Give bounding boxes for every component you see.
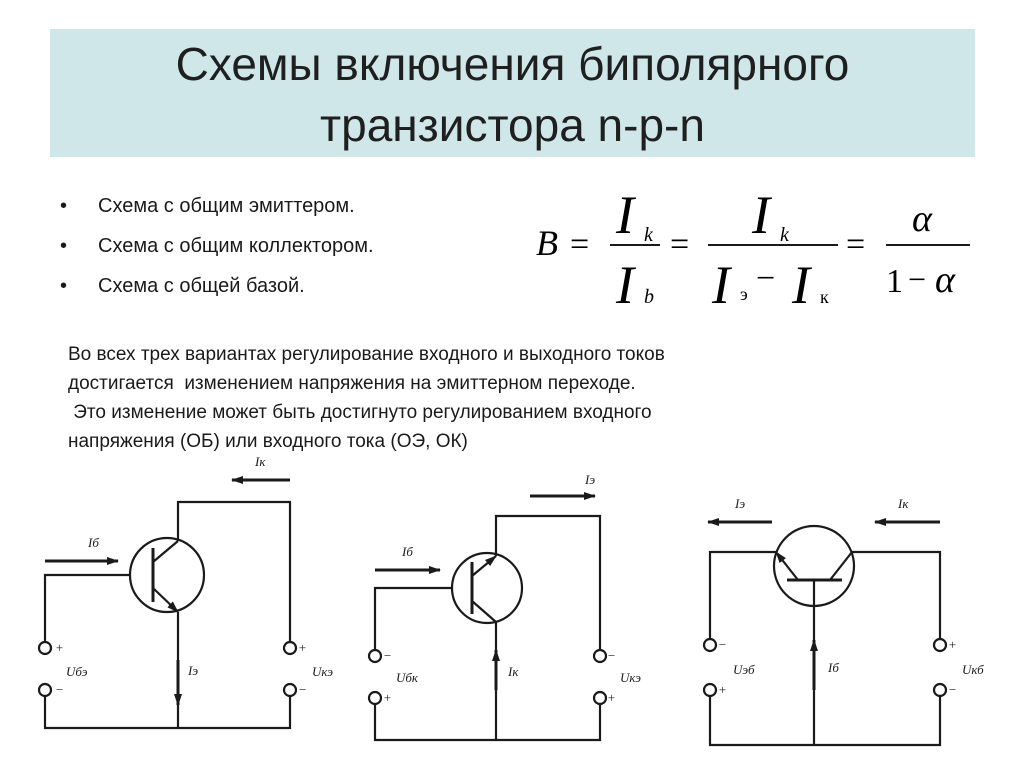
title-line-2: транзистора n-p-n	[320, 99, 705, 151]
formula-den-I: I	[615, 255, 637, 315]
formula-num2-sub: k	[780, 224, 790, 246]
formula-alpha-den: α	[935, 259, 956, 301]
terminal-sign: +	[383, 690, 392, 705]
formula-minus: −	[908, 261, 926, 297]
title-line-1: Схемы включения биполярного	[175, 38, 850, 90]
title-band	[50, 29, 975, 157]
wire	[708, 550, 776, 645]
formula-eq-3: =	[846, 226, 865, 263]
label-uin-3: Uэб	[733, 662, 755, 677]
terminal-sign: +	[948, 637, 957, 652]
wire	[43, 573, 130, 648]
wire	[708, 690, 942, 747]
formula-den2-I1: I	[711, 255, 733, 315]
label-ie-1: Iэ	[187, 663, 198, 678]
formula-den2-sub-e: э	[740, 284, 748, 304]
formula-num2-I: I	[751, 185, 773, 245]
label-ik-2: Iк	[507, 664, 519, 679]
emitter-leg-3	[775, 551, 799, 581]
terminal	[37, 682, 53, 698]
formula-den2-I2: I	[791, 255, 813, 315]
collector-leg-1	[152, 540, 179, 563]
beta-formula: B = I k I b = I k I э − I к = α 1 − α	[536, 185, 970, 315]
wire	[494, 514, 602, 656]
collector-leg-3	[829, 551, 853, 581]
circuit-common-collector	[367, 492, 608, 742]
label-uout-2: Uкэ	[620, 670, 641, 685]
label-uin-1: Uбэ	[66, 664, 88, 679]
terminal	[702, 637, 718, 653]
circuit-common-emitter	[37, 476, 298, 730]
wire	[852, 550, 942, 645]
formula-den2-minus: −	[756, 260, 775, 297]
terminal-sign: +	[298, 640, 307, 655]
terminal	[702, 682, 718, 698]
label-uin-2: Uбк	[396, 670, 419, 685]
wire	[176, 500, 292, 648]
formula-eq-1: =	[570, 226, 589, 263]
terminal-sign: +	[55, 640, 64, 655]
terminal	[592, 690, 608, 706]
terminal	[592, 648, 608, 664]
label-ib-3: Iб	[827, 660, 839, 675]
label-ie-3: Iэ	[734, 496, 745, 511]
terminal	[932, 637, 948, 653]
formula-alpha: α	[912, 198, 933, 240]
terminal-sign: −	[948, 682, 957, 697]
wire	[373, 698, 602, 742]
bullet-list: Схема с общим эмиттером. Схема с общим к…	[60, 186, 374, 306]
emitter-leg-1	[152, 587, 179, 613]
terminal	[37, 640, 53, 656]
terminal-sign: −	[718, 637, 727, 652]
paragraph-line: Во всех трех вариантах регулирование вхо…	[68, 344, 665, 365]
bullet-item: Схема с общим эмиттером.	[60, 186, 374, 226]
paragraph-line: достигается изменением напряжения на эми…	[68, 373, 636, 394]
label-uout-3: Uкб	[962, 662, 984, 677]
paragraph-line: Это изменение может быть достигнуто регу…	[68, 402, 652, 423]
formula-sub-k: k	[644, 224, 654, 246]
collector-leg-2	[471, 600, 497, 623]
paragraph-line: напряжения (ОБ) или входного тока (ОЭ, О…	[68, 431, 468, 452]
label-ib-1: Iб	[87, 535, 99, 550]
terminal	[367, 648, 383, 664]
formula-num-I: I	[615, 185, 637, 245]
label-ik-1: Iк	[254, 454, 266, 469]
label-uout-1: Uкэ	[312, 664, 333, 679]
bullet-item: Схема с общей базой.	[60, 266, 374, 306]
terminal-sign: −	[298, 682, 307, 697]
formula-den2-sub-k: к	[820, 287, 829, 307]
terminal	[932, 682, 948, 698]
formula-one: 1	[886, 263, 903, 300]
bullet-item: Схема с общим коллектором.	[60, 226, 374, 266]
terminal-sign: −	[383, 648, 392, 663]
terminal-sign: −	[55, 682, 64, 697]
terminal	[282, 640, 298, 656]
label-ik-3: Iк	[897, 496, 909, 511]
terminal-sign: −	[607, 648, 616, 663]
terminal	[367, 690, 383, 706]
terminal-sign: +	[718, 682, 727, 697]
label-ib-2: Iб	[401, 544, 413, 559]
terminal-sign: +	[607, 690, 616, 705]
formula-eq-2: =	[670, 226, 689, 263]
formula-B: B	[536, 223, 558, 263]
label-ie-2: Iэ	[584, 472, 595, 487]
wire	[43, 690, 292, 730]
slide-title: Схемы включения биполярного транзистора …	[50, 34, 975, 156]
terminal	[282, 682, 298, 698]
emitter-leg-2	[471, 555, 497, 577]
wire	[373, 586, 452, 656]
explanation-text: Во всех трех вариантах регулирование вхо…	[68, 340, 908, 456]
circuit-common-base	[702, 518, 948, 747]
formula-sub-b: b	[644, 286, 654, 308]
circuit-diagrams: Iк Iб Iэ Uбэ Uкэ + − + − Iэ Iб Iк Uбк Uк…	[37, 454, 984, 747]
